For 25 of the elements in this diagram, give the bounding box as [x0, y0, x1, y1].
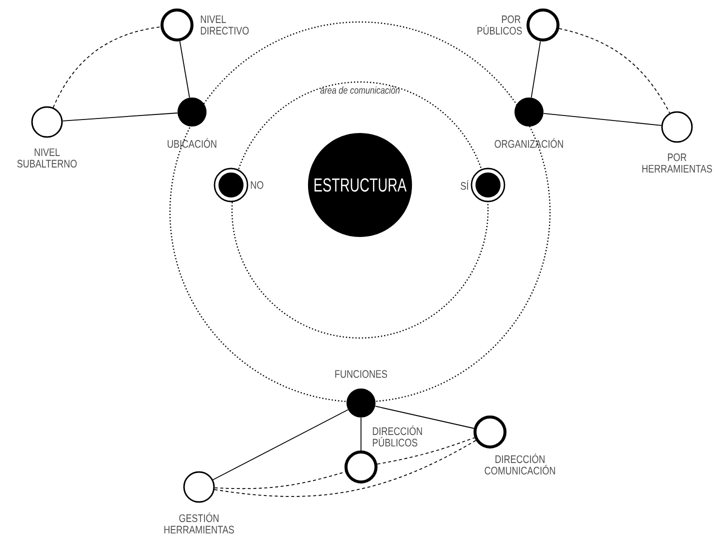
node-label: NO — [250, 181, 264, 189]
node-label: UBICACIÓN — [168, 138, 216, 148]
node-label: SÍ — [460, 180, 469, 190]
connector — [558, 28, 670, 114]
connector — [360, 417, 362, 451]
node-label: DIRECCIÓN COMUNICACIÓN — [484, 453, 555, 475]
connector — [212, 409, 348, 480]
connector — [52, 26, 162, 108]
node-label: DIRECCIÓN PÚBLICOS — [372, 425, 422, 447]
node-label: NIVEL SUBALTERNO — [17, 148, 77, 168]
node-label: POR PÚBLICOS — [478, 15, 522, 35]
connector — [214, 471, 346, 490]
connector — [543, 113, 662, 126]
node-label: GESTIÓN HERRAMIENTAS — [164, 512, 234, 534]
connector — [179, 40, 190, 98]
curved-label: área de comunicación — [320, 86, 400, 94]
connector — [374, 406, 474, 429]
node-label: NIVEL DIRECTIVO — [200, 15, 249, 35]
node-label: ORGANIZACIÓN — [494, 138, 563, 148]
connector — [214, 440, 476, 497]
node-label: POR HERRAMIENTAS — [642, 153, 712, 173]
connector — [376, 437, 475, 465]
connector — [530, 40, 541, 98]
connector — [62, 112, 178, 122]
node-label: FUNCIONES — [335, 370, 388, 378]
